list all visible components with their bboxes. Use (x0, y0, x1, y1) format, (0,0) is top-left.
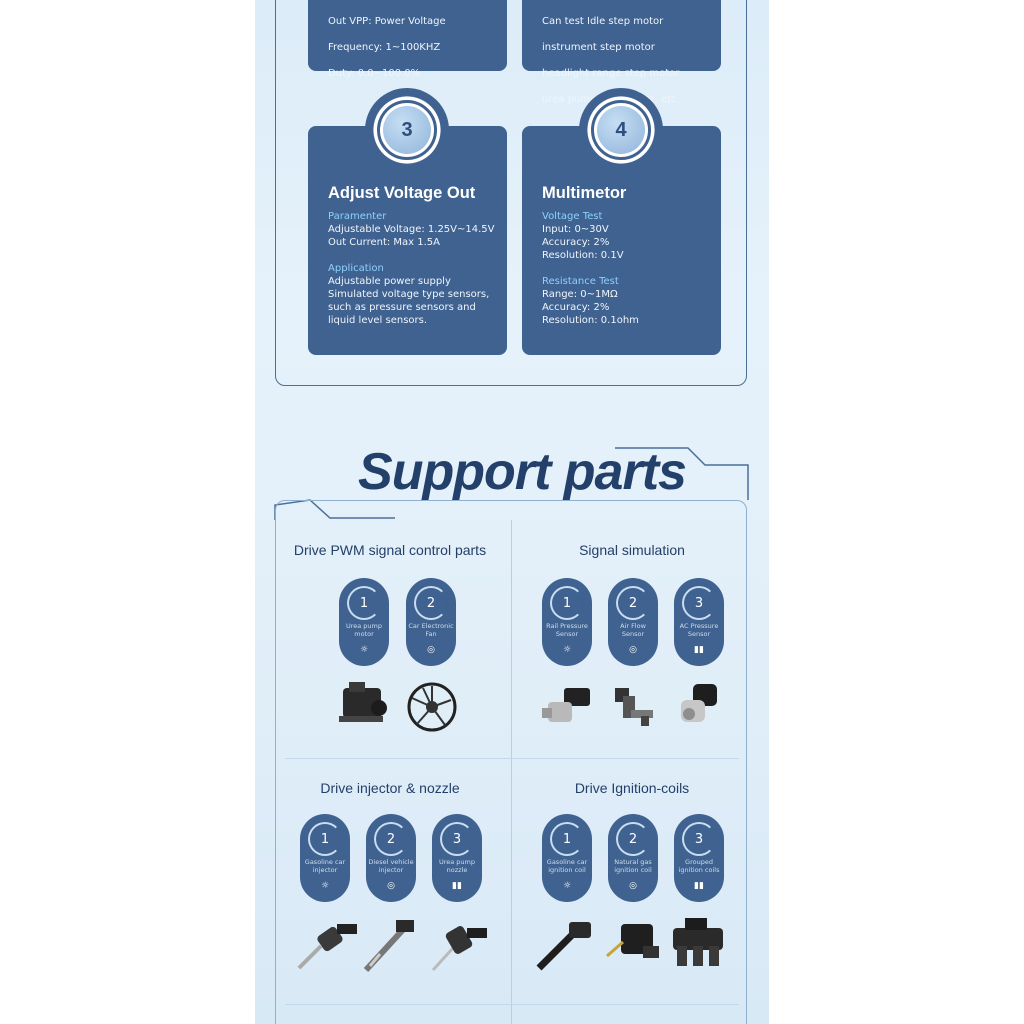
part-pill: 1 Rail Pressure Sensor ☼ (542, 578, 592, 666)
group-title: Drive PWM signal control parts (293, 542, 487, 558)
pwm-card: Out VPP: Power Voltage Frequency: 1~100K… (308, 0, 507, 79)
grouped-ignition-coils-image (673, 918, 723, 966)
target-icon: ◎ (427, 645, 435, 655)
step-motor-line: Can test Idle step motor (542, 16, 664, 27)
step-motor-line: instrument step motor (542, 42, 655, 53)
pill-label: Grouped ignition coils (678, 858, 720, 874)
pill-label: Car Electronic Fan (408, 622, 454, 638)
pill-label: Gasoline car injector (304, 858, 346, 874)
pill-number: 1 (347, 586, 381, 620)
card-section-body: Adjustable power supply Simulated voltag… (328, 276, 490, 326)
group-title: Drive Ignition-coils (574, 780, 690, 796)
card-section-heading: Voltage Test (542, 211, 603, 222)
card-title: Multimetor (542, 184, 627, 202)
card-section-body: Range: 0~1MΩ Accuracy: 2% Resolution: 0.… (542, 289, 639, 326)
card-section-heading: Application (328, 263, 384, 274)
step-motor-line: headlight range step motor (542, 68, 680, 79)
group-title: Signal simulation (579, 542, 685, 558)
diesel-injector-image (363, 919, 414, 973)
gasoline-ignition-coil-image (536, 922, 591, 971)
pwm-line: Frequency: 1~100KHZ (328, 42, 441, 53)
pill-label: Natural gas ignition coil (614, 858, 652, 874)
bulb-icon: ☼ (562, 645, 572, 655)
step-motor-card: Can test Idle step motor instrument step… (522, 0, 721, 105)
target-icon: ◎ (387, 881, 395, 891)
bulb-icon: ☼ (320, 881, 330, 891)
pwm-line: Duty: 0.0~100.0% (328, 68, 421, 79)
urea-pump-motor-image (339, 682, 387, 722)
part-pill: 1 Gasoline car ignition coil ☼ (542, 814, 592, 902)
urea-nozzle-image (431, 926, 487, 972)
pill-label: Urea pump nozzle (438, 858, 476, 874)
part-pill: 2 Diesel vehicle injector ◎ (366, 814, 416, 902)
air-flow-sensor-image (615, 688, 653, 726)
pwm-line: Out VPP: Power Voltage (328, 16, 446, 27)
bars-icon: ▮▮ (694, 881, 704, 891)
pill-number: 2 (616, 586, 650, 620)
pill-label: Air Flow Sensor (620, 622, 646, 638)
pill-number: 1 (550, 822, 584, 856)
adjust-voltage-card: Adjust Voltage Out Paramenter Adjustable… (308, 126, 507, 355)
support-parts-frame (275, 500, 747, 1024)
pwm-card-text: Out VPP: Power Voltage Frequency: 1~100K… (328, 2, 503, 93)
badge-number: 4 (597, 106, 645, 154)
support-parts-heading: Support parts (358, 443, 687, 501)
card-section-body: Input: 0~30V Accuracy: 2% Resolution: 0.… (542, 224, 624, 261)
part-pill: 2 Car Electronic Fan ◎ (406, 578, 456, 666)
product-panel: Out VPP: Power Voltage Frequency: 1~100K… (255, 0, 769, 1024)
pill-label: Urea pump motor (345, 622, 383, 638)
target-icon: ◎ (629, 645, 637, 655)
card-section-body: Adjustable Voltage: 1.25V~14.5V Out Curr… (328, 224, 495, 248)
pill-number: 1 (308, 822, 342, 856)
row-divider (285, 758, 739, 759)
part-pill: 1 Gasoline car injector ☼ (300, 814, 350, 902)
part-pill: 3 AC Pressure Sensor ▮▮ (674, 578, 724, 666)
bars-icon: ▮▮ (452, 881, 462, 891)
part-pill: 3 Grouped ignition coils ▮▮ (674, 814, 724, 902)
bulb-icon: ☼ (562, 881, 572, 891)
electronic-fan-image (407, 682, 457, 732)
pill-label: Rail Pressure Sensor (546, 622, 588, 638)
part-pill: 3 Urea pump nozzle ▮▮ (432, 814, 482, 902)
pill-label: Diesel vehicle injector (368, 858, 414, 874)
number-badge: 3 (365, 88, 449, 172)
pill-number: 3 (440, 822, 474, 856)
badge-number: 3 (383, 106, 431, 154)
part-pill: 2 Natural gas ignition coil ◎ (608, 814, 658, 902)
pill-number: 2 (414, 586, 448, 620)
rail-pressure-sensor-image (542, 688, 590, 722)
pill-number: 3 (682, 586, 716, 620)
ac-pressure-sensor-image (681, 684, 717, 722)
bulb-icon: ☼ (359, 645, 369, 655)
column-divider (511, 520, 512, 1024)
number-badge: 4 (579, 88, 663, 172)
target-icon: ◎ (629, 881, 637, 891)
bars-icon: ▮▮ (694, 645, 704, 655)
pill-number: 1 (550, 586, 584, 620)
card-section-heading: Paramenter (328, 211, 387, 222)
card-section-heading: Resistance Test (542, 276, 619, 287)
pill-number: 2 (616, 822, 650, 856)
group-title: Drive injector & nozzle (320, 780, 460, 796)
pill-number: 3 (682, 822, 716, 856)
natural-gas-ignition-coil-image (606, 924, 659, 958)
part-pill: 1 Urea pump motor ☼ (339, 578, 389, 666)
row-divider (285, 1004, 739, 1005)
part-pill: 2 Air Flow Sensor ◎ (608, 578, 658, 666)
gasoline-injector-image (297, 924, 357, 970)
functions-frame (275, 0, 747, 386)
pill-label: AC Pressure Sensor (679, 622, 719, 638)
card-title: Adjust Voltage Out (328, 184, 476, 202)
pill-label: Gasoline car ignition coil (546, 858, 588, 874)
pill-number: 2 (374, 822, 408, 856)
